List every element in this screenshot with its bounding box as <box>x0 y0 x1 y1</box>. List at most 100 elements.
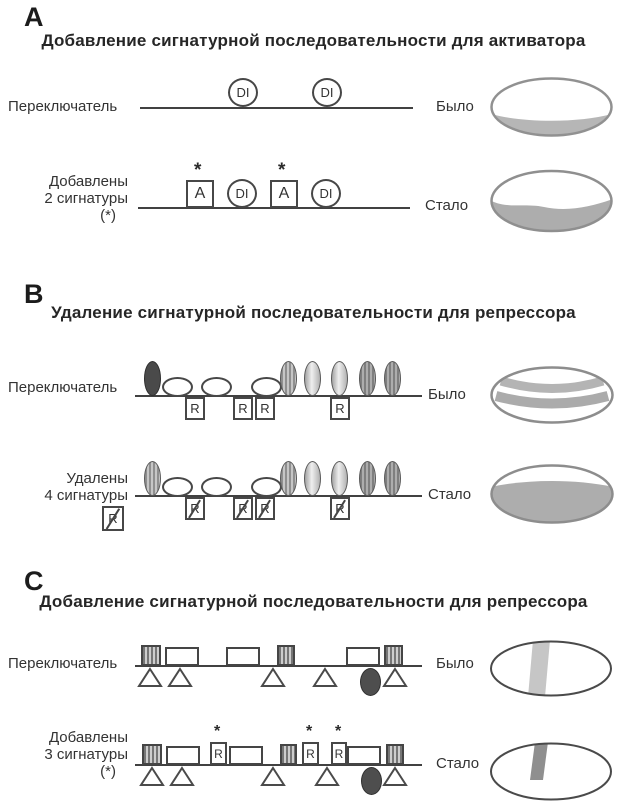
triangle-site-icon <box>139 766 165 786</box>
protein-oval-light <box>304 461 321 496</box>
triangle-site-icon <box>260 667 286 687</box>
asterisk-mark: * <box>306 723 313 740</box>
protein-oval-gray <box>359 361 376 396</box>
protein-oval-gray <box>359 461 376 496</box>
protein-oval-white <box>251 477 282 497</box>
protein-oval-light <box>331 361 348 396</box>
panel-b-letter: B <box>24 279 44 309</box>
gene-rect-white <box>347 746 381 765</box>
asterisk-mark: * <box>214 723 221 740</box>
triangle-site-icon <box>260 766 286 786</box>
triangle-site-icon <box>137 667 163 687</box>
panel-b-title: Удаление сигнатурной последовательности … <box>51 303 576 322</box>
added-line1: Добавлены <box>48 173 128 190</box>
triangle-site-icon <box>167 667 193 687</box>
triangle-site-icon <box>312 667 338 687</box>
switch-label-c: Переключатель <box>8 655 118 672</box>
striped-element-square <box>142 744 162 765</box>
added-line1: Добавлены <box>48 729 128 746</box>
striped-element-square <box>277 645 295 666</box>
triangle-site-icon <box>169 766 195 786</box>
gene-rect-white <box>165 647 199 666</box>
asterisk-mark: * <box>194 160 202 181</box>
became-label-c: Стало <box>436 755 480 772</box>
protein-oval-white <box>162 377 193 397</box>
petri-dish-a-before <box>490 77 613 137</box>
was-label-c: Было <box>436 655 474 672</box>
repressor-signature-box: R <box>233 397 253 420</box>
removed-line1: Удалены <box>66 470 128 487</box>
dark-oval-protein <box>360 668 381 696</box>
di-site-circle: DI <box>227 179 257 208</box>
dna-line-a1 <box>140 107 413 109</box>
added-signatures-label-a: Добавлены 2 сигнатуры (*) <box>30 173 128 224</box>
was-label-b: Было <box>428 386 466 403</box>
gene-rect-white <box>229 746 263 765</box>
dna-line-c2 <box>135 764 422 766</box>
repressor-signature-box: R <box>255 397 275 420</box>
added-line2: 2 сигнатуры <box>44 190 128 207</box>
dna-line-a2 <box>138 207 410 209</box>
protein-oval-gray <box>384 361 401 396</box>
repressor-signature-box: R <box>330 397 350 420</box>
gene-rect-white <box>166 746 200 765</box>
panel-c-title: Добавление сигнатурной последовательност… <box>39 592 588 611</box>
dna-line-b1 <box>135 395 422 397</box>
panel-c-letter: C <box>24 566 44 596</box>
switch-label-b: Переключатель <box>8 379 118 396</box>
asterisk-mark: * <box>335 723 342 740</box>
protein-oval-gray <box>384 461 401 496</box>
became-label-a: Стало <box>425 197 469 214</box>
petri-dish-c-before <box>490 640 612 697</box>
activator-signature-box: A <box>186 180 214 208</box>
switch-label-a: Переключатель <box>8 98 118 115</box>
dna-line-b2 <box>135 495 422 497</box>
di-site-circle: DI <box>311 179 341 208</box>
striped-element-square <box>141 645 161 666</box>
repressor-signature-box-crossed: R <box>255 497 275 520</box>
protein-oval-white <box>201 377 232 397</box>
protein-oval-white <box>162 477 193 497</box>
removed-line2: 4 сигнатуры <box>44 487 128 504</box>
was-label-a: Было <box>436 98 474 115</box>
asterisk-mark: * <box>278 160 286 181</box>
repressor-signature-box: R <box>185 397 205 420</box>
repressor-signature-box-crossed: R <box>185 497 205 520</box>
protein-oval-dark <box>144 361 161 396</box>
gene-rect-white <box>346 647 380 666</box>
petri-dish-b-after <box>490 464 614 524</box>
di-site-circle: DI <box>228 78 258 107</box>
protein-oval-striped <box>280 361 297 396</box>
repressor-signature-box: R <box>210 742 227 765</box>
repressor-signature-box-crossed: R <box>330 497 350 520</box>
repressor-signature-box: R <box>302 742 319 765</box>
dna-line-c1 <box>135 665 422 667</box>
triangle-site-icon <box>382 667 408 687</box>
panel-a-title: Добавление сигнатурной последовательност… <box>41 31 586 50</box>
added-signatures-label-c: Добавлены 3 сигнатуры (*) <box>30 729 128 780</box>
footnote-mark: (*) <box>100 207 116 224</box>
petri-dish-a-after <box>490 169 613 233</box>
added-line2: 3 сигнатуры <box>44 746 128 763</box>
activator-signature-box: A <box>270 180 298 208</box>
became-label-b: Стало <box>428 486 472 503</box>
removed-signatures-label-b: Удалены 4 сигнатуры <box>30 470 128 504</box>
repressor-signature-box: R <box>331 742 347 765</box>
panel-a-letter: A <box>24 2 44 32</box>
striped-element-square <box>386 744 404 765</box>
protein-oval-light <box>331 461 348 496</box>
striped-element-square <box>280 744 297 765</box>
petri-dish-c-after <box>490 742 612 801</box>
triangle-site-icon <box>314 766 340 786</box>
footnote-mark: (*) <box>100 763 116 780</box>
petri-dish-b-before <box>490 366 614 424</box>
protein-oval-striped <box>144 461 161 496</box>
repressor-signature-box-crossed: R <box>233 497 253 520</box>
protein-oval-white <box>251 377 282 397</box>
gene-rect-white <box>226 647 260 666</box>
di-site-circle: DI <box>312 78 342 107</box>
protein-oval-white <box>201 477 232 497</box>
protein-oval-striped <box>280 461 297 496</box>
triangle-site-icon <box>382 766 408 786</box>
